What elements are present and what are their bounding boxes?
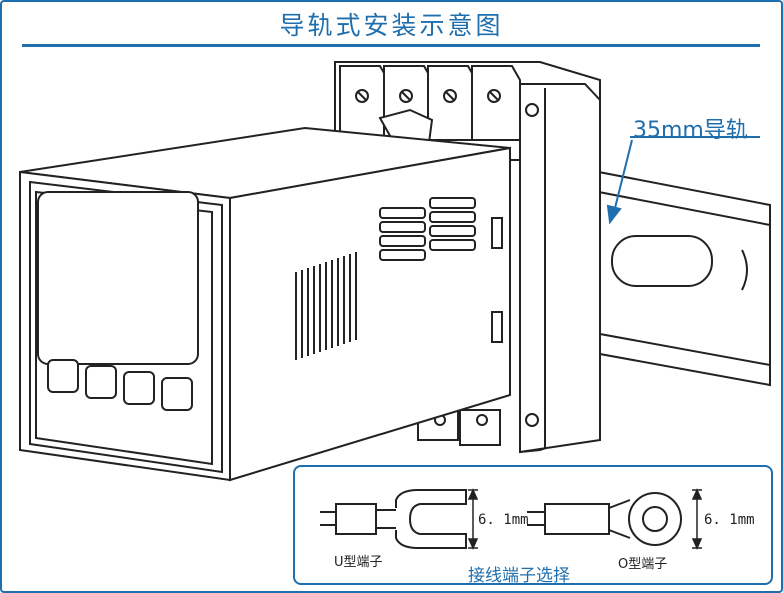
rail-pointer-arrow [606, 136, 760, 225]
o-terminal-dimension: 6. 1mm [704, 512, 755, 528]
u-terminal-caption: U型端子 [334, 555, 383, 570]
instrument-body [19, 126, 511, 482]
o-dimension-marker [691, 488, 703, 550]
o-terminal-caption: O型端子 [618, 557, 668, 572]
rail-label: 35mm导轨 [633, 118, 748, 143]
terminal-selection-title: 接线端子选择 [468, 566, 570, 586]
u-terminal-dimension: 6. 1mm [478, 512, 529, 528]
title-underline [22, 44, 760, 47]
u-dimension-marker [467, 488, 479, 550]
page-title: 导轨式安装示意图 [279, 11, 504, 40]
o-terminal-icon [527, 492, 682, 546]
u-terminal-icon [320, 489, 467, 549]
